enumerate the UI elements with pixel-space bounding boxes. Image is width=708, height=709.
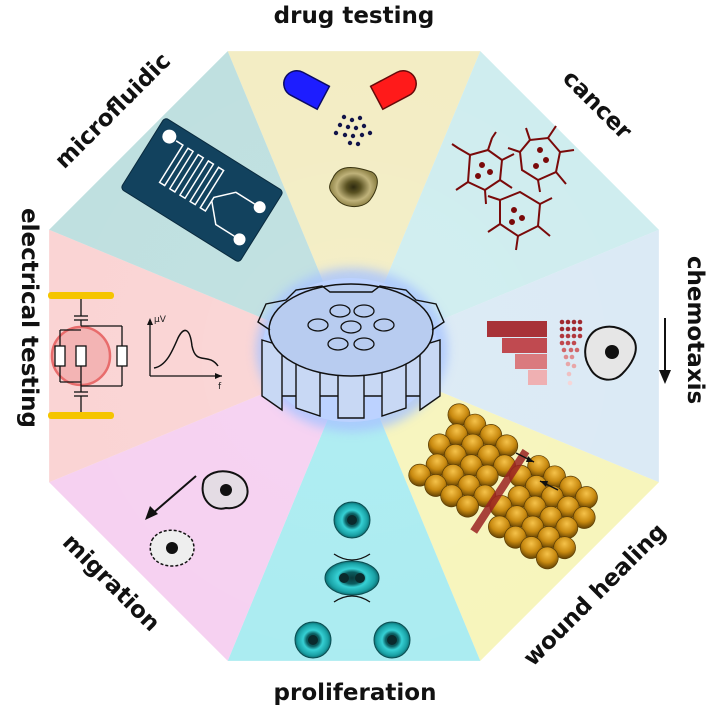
drug-particles-icon	[333, 114, 373, 147]
migration-nucleus-icon	[220, 484, 232, 496]
drug-cell-icon	[329, 167, 378, 207]
wound-tissue-cell	[575, 486, 598, 509]
migration-ghost-nucleus-icon	[166, 542, 178, 554]
wound-tissue-icon	[408, 403, 598, 570]
gradient-bars-icon	[487, 321, 547, 385]
chemotaxis-nucleus-icon	[605, 345, 619, 359]
electrode-circuit-icon	[48, 292, 128, 419]
cancer-cells-icon	[451, 125, 575, 251]
center-device	[256, 268, 448, 432]
plot-x-axis-label: f	[218, 382, 222, 392]
label-electrical-testing: electrical testing	[16, 208, 42, 428]
wound-tissue-cell	[475, 464, 499, 488]
impedance-plot-icon: µV f	[147, 315, 222, 392]
label-drug-testing: drug testing	[274, 3, 435, 29]
chemotaxis-arrow-icon	[659, 318, 671, 384]
wound-tissue-cell	[535, 546, 559, 570]
wound-tissue-cell	[572, 506, 596, 529]
wound-arrows-icon	[515, 452, 559, 491]
wound-tissue-cell	[456, 494, 479, 518]
plot-y-axis-label: µV	[154, 315, 167, 325]
gradient-dots-icon	[559, 319, 583, 386]
label-proliferation: proliferation	[274, 680, 437, 706]
label-chemotaxis: chemotaxis	[682, 256, 708, 404]
capsule-icon	[283, 69, 417, 111]
wound-tissue-cell	[553, 536, 576, 560]
wound-tissue-cell	[495, 434, 519, 458]
microfluidic-chip-icon	[121, 118, 283, 262]
proliferation-cells-icon	[294, 501, 411, 659]
migration-arrow-icon	[145, 475, 197, 520]
wound-gap-icon	[470, 448, 530, 534]
wound-tissue-cell	[555, 516, 579, 540]
